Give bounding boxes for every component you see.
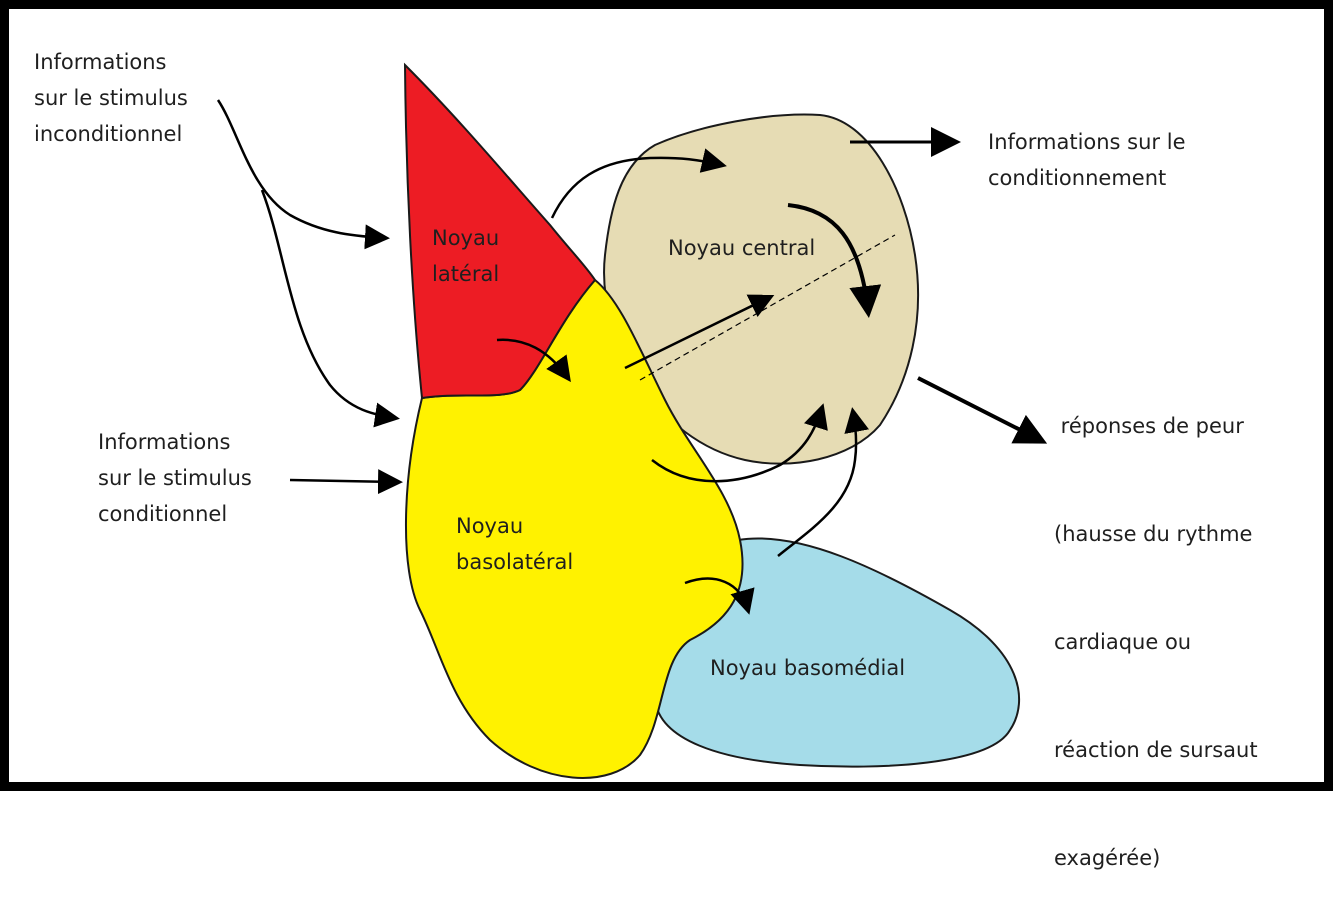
lateral-line-1: Noyau <box>432 226 500 250</box>
central-nucleus-label: Noyau central <box>668 236 816 260</box>
conditioning-output-label: Informations sur le conditionnement <box>988 124 1186 196</box>
unconditioned-stimulus-label: Informations sur le stimulus incondition… <box>34 44 188 152</box>
basolateral-nucleus-label: Noyau basolatéral <box>456 508 573 580</box>
fear-response-output-arrow <box>917 376 1048 444</box>
fear-line-2: (hausse du rythme <box>1054 522 1253 546</box>
central-nucleus-shape <box>603 113 920 465</box>
unconditioned-arrow-to-lateral <box>216 99 390 250</box>
basolateral-to-central-arrow <box>624 294 775 370</box>
conditioned-arrow-to-basolateral <box>289 469 403 495</box>
basomedial-to-central-arrow <box>777 407 869 557</box>
conditioned-line-1: Informations <box>98 430 231 454</box>
lateral-to-basolateral-arrow <box>496 338 571 383</box>
conditioned-line-2: sur le stimulus <box>98 466 252 490</box>
conditioned-stimulus-label: Informations sur le stimulus conditionne… <box>98 424 252 532</box>
basolateral-lower-to-central-arrow <box>651 403 828 483</box>
conditioned-line-3: conditionnel <box>98 502 228 526</box>
central-dashed-line <box>639 234 896 381</box>
fear-line-4: réaction de sursaut <box>1054 738 1258 762</box>
central-internal-arrow <box>787 203 882 318</box>
lateral-nucleus-shape <box>403 62 597 400</box>
basolateral-line-2: basolatéral <box>456 550 574 574</box>
lateral-to-central-arrow <box>550 148 727 219</box>
conditioning-line-1: Informations sur le <box>988 130 1186 154</box>
conditioning-line-2: conditionnement <box>988 166 1167 190</box>
unconditioned-line-1: Informations <box>34 50 167 74</box>
basomedial-nucleus-label: Noyau basomédial <box>710 656 906 680</box>
amygdala-diagram <box>216 62 1048 779</box>
basolateral-to-basomedial-arrow <box>684 577 755 615</box>
lateral-line-2: latéral <box>432 262 500 286</box>
lateral-nucleus-label: Noyau latéral <box>432 220 499 292</box>
basolateral-line-1: Noyau <box>456 514 524 538</box>
fear-line-5: exagérée) <box>1054 846 1161 870</box>
fear-line-3: cardiaque ou <box>1054 630 1192 654</box>
fear-response-label: réponses de peur (hausse du rythme cardi… <box>1054 336 1258 912</box>
unconditioned-line-2: sur le stimulus <box>34 86 188 110</box>
unconditioned-line-3: inconditionnel <box>34 122 183 146</box>
unconditioned-arrow-to-basolateral <box>260 189 400 428</box>
fear-line-1: réponses de peur <box>1054 414 1244 438</box>
